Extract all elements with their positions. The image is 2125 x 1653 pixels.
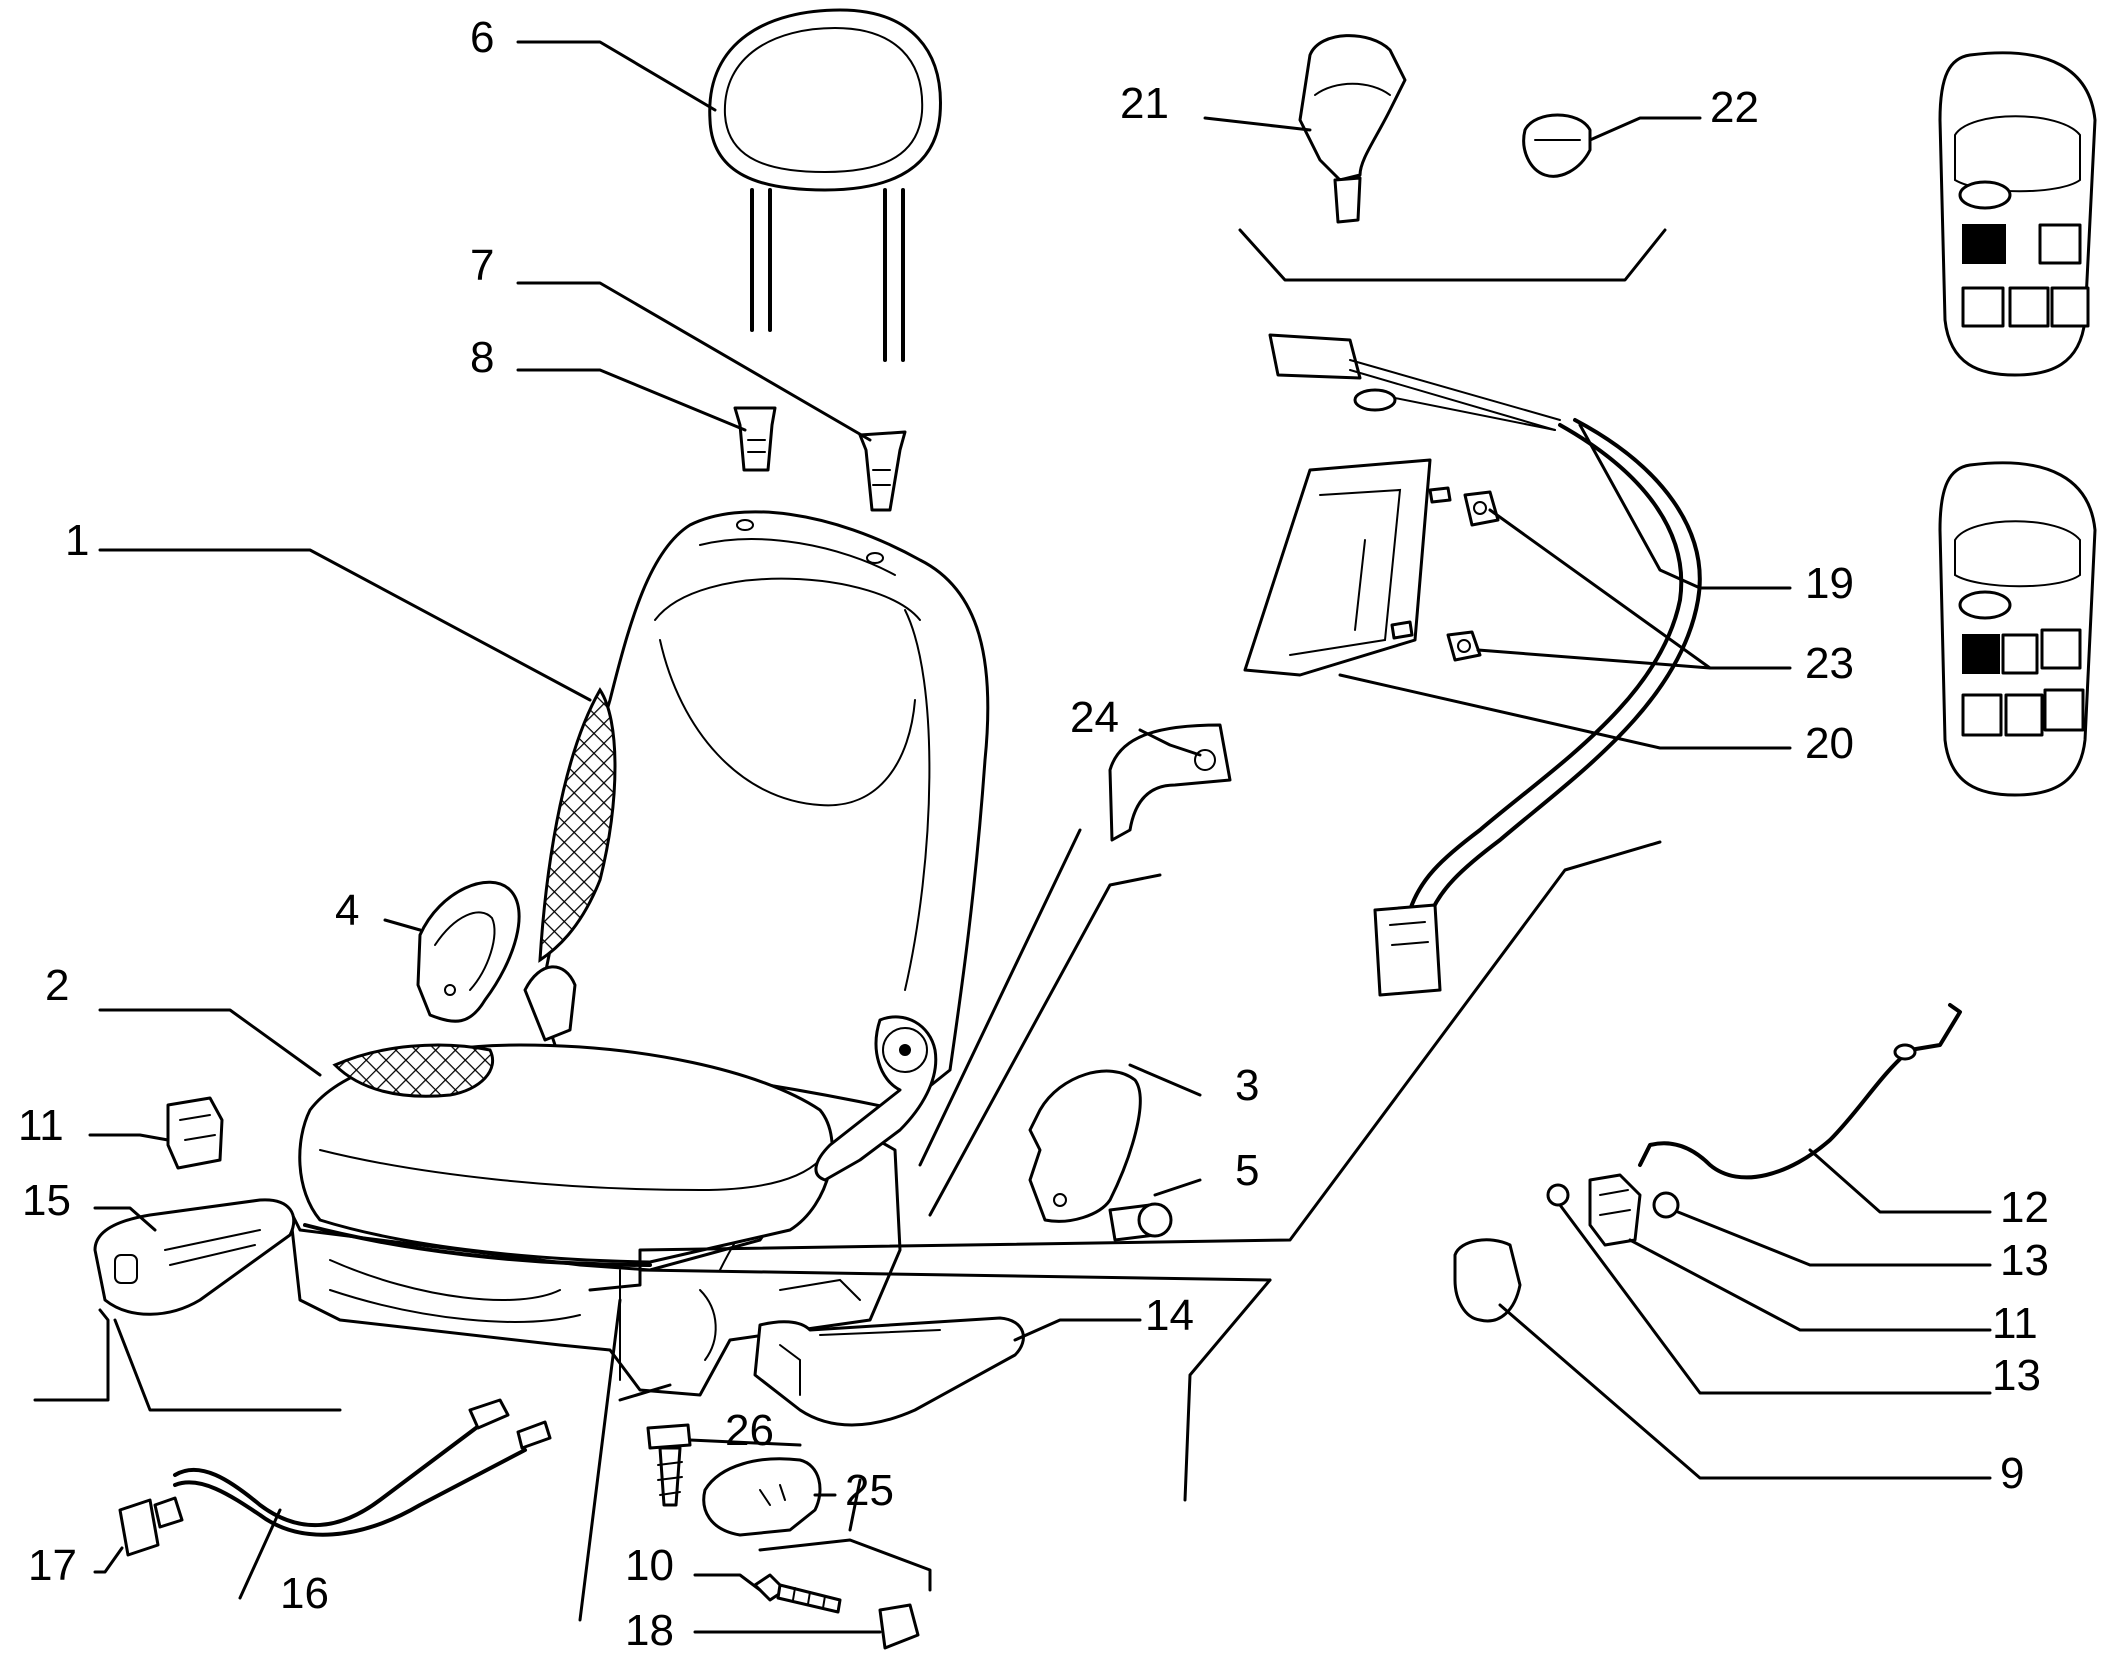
- callout-21: 21: [1120, 79, 1169, 128]
- callout-20: 20: [1805, 719, 1854, 768]
- callout-11a: 11: [18, 1101, 64, 1150]
- part-23-nuts: [1446, 490, 1500, 662]
- callout-10: 10: [625, 1541, 674, 1590]
- callout-25: 25: [845, 1466, 894, 1515]
- callout-22: 22: [1710, 83, 1759, 132]
- part-11-left: [166, 1096, 224, 1170]
- seat-frame: [288, 1128, 902, 1397]
- callout-2: 2: [45, 961, 69, 1010]
- control-panel-top: [1938, 51, 2097, 377]
- part-5: [1108, 1202, 1173, 1242]
- callout-19: 19: [1805, 559, 1854, 608]
- callout-9: 9: [2000, 1449, 2024, 1498]
- callout-26: 26: [725, 1406, 774, 1455]
- seat-backrest: [538, 510, 990, 1112]
- callout-3: 3: [1235, 1061, 1259, 1110]
- headrest-guides: [733, 406, 907, 512]
- callout-labels: 1 2 3 4 5 6 7 8 9 10 11 11 12 13 13 14 1…: [18, 13, 2049, 1653]
- callout-6: 6: [470, 13, 494, 62]
- callout-12: 12: [2000, 1183, 2049, 1232]
- backrest-hinge: [523, 965, 938, 1182]
- part-17-connector: [118, 1496, 184, 1557]
- part-18: [878, 1603, 920, 1650]
- callout-15: 15: [22, 1176, 71, 1225]
- part-11-right: [1588, 1173, 1642, 1247]
- part-12-cable: [1638, 1003, 1962, 1180]
- part-21: [1298, 34, 1407, 224]
- part-10: [753, 1573, 842, 1614]
- bracket-21-22: [1238, 228, 1667, 282]
- callout-14: 14: [1145, 1291, 1194, 1340]
- headrest: [708, 8, 942, 362]
- callout-7: 7: [470, 241, 494, 290]
- control-panel-bottom: [1938, 461, 2097, 797]
- callout-11b: 11: [1992, 1299, 2038, 1348]
- part-26: [646, 1423, 692, 1507]
- part-19-harness: [1268, 333, 1702, 997]
- callout-5: 5: [1235, 1146, 1259, 1195]
- part-24: [1108, 723, 1232, 842]
- callout-18: 18: [625, 1606, 674, 1653]
- callout-16: 16: [280, 1569, 329, 1618]
- part-15: [93, 1198, 296, 1316]
- callout-13a: 13: [2000, 1236, 2049, 1285]
- part-25: [702, 1457, 822, 1537]
- lumbar-knob: [416, 880, 521, 1023]
- callout-23: 23: [1805, 639, 1854, 688]
- seat-cushion: [298, 1043, 834, 1267]
- part-3: [1028, 1069, 1142, 1223]
- part-20-airbag: [1243, 458, 1452, 677]
- part-14: [753, 1316, 1025, 1427]
- part-13-left: [1546, 1183, 1570, 1207]
- callout-17: 17: [28, 1541, 77, 1590]
- callout-1: 1: [65, 516, 89, 565]
- part-22: [1522, 113, 1592, 178]
- leader-lines: [33, 40, 1992, 1634]
- callout-13b: 13: [1992, 1351, 2041, 1400]
- part-13-right: [1652, 1191, 1680, 1219]
- callout-24: 24: [1070, 693, 1119, 742]
- part-16-harness: [173, 1398, 552, 1537]
- callout-8: 8: [470, 333, 494, 382]
- callout-4: 4: [335, 886, 359, 935]
- part-9: [1453, 1238, 1522, 1323]
